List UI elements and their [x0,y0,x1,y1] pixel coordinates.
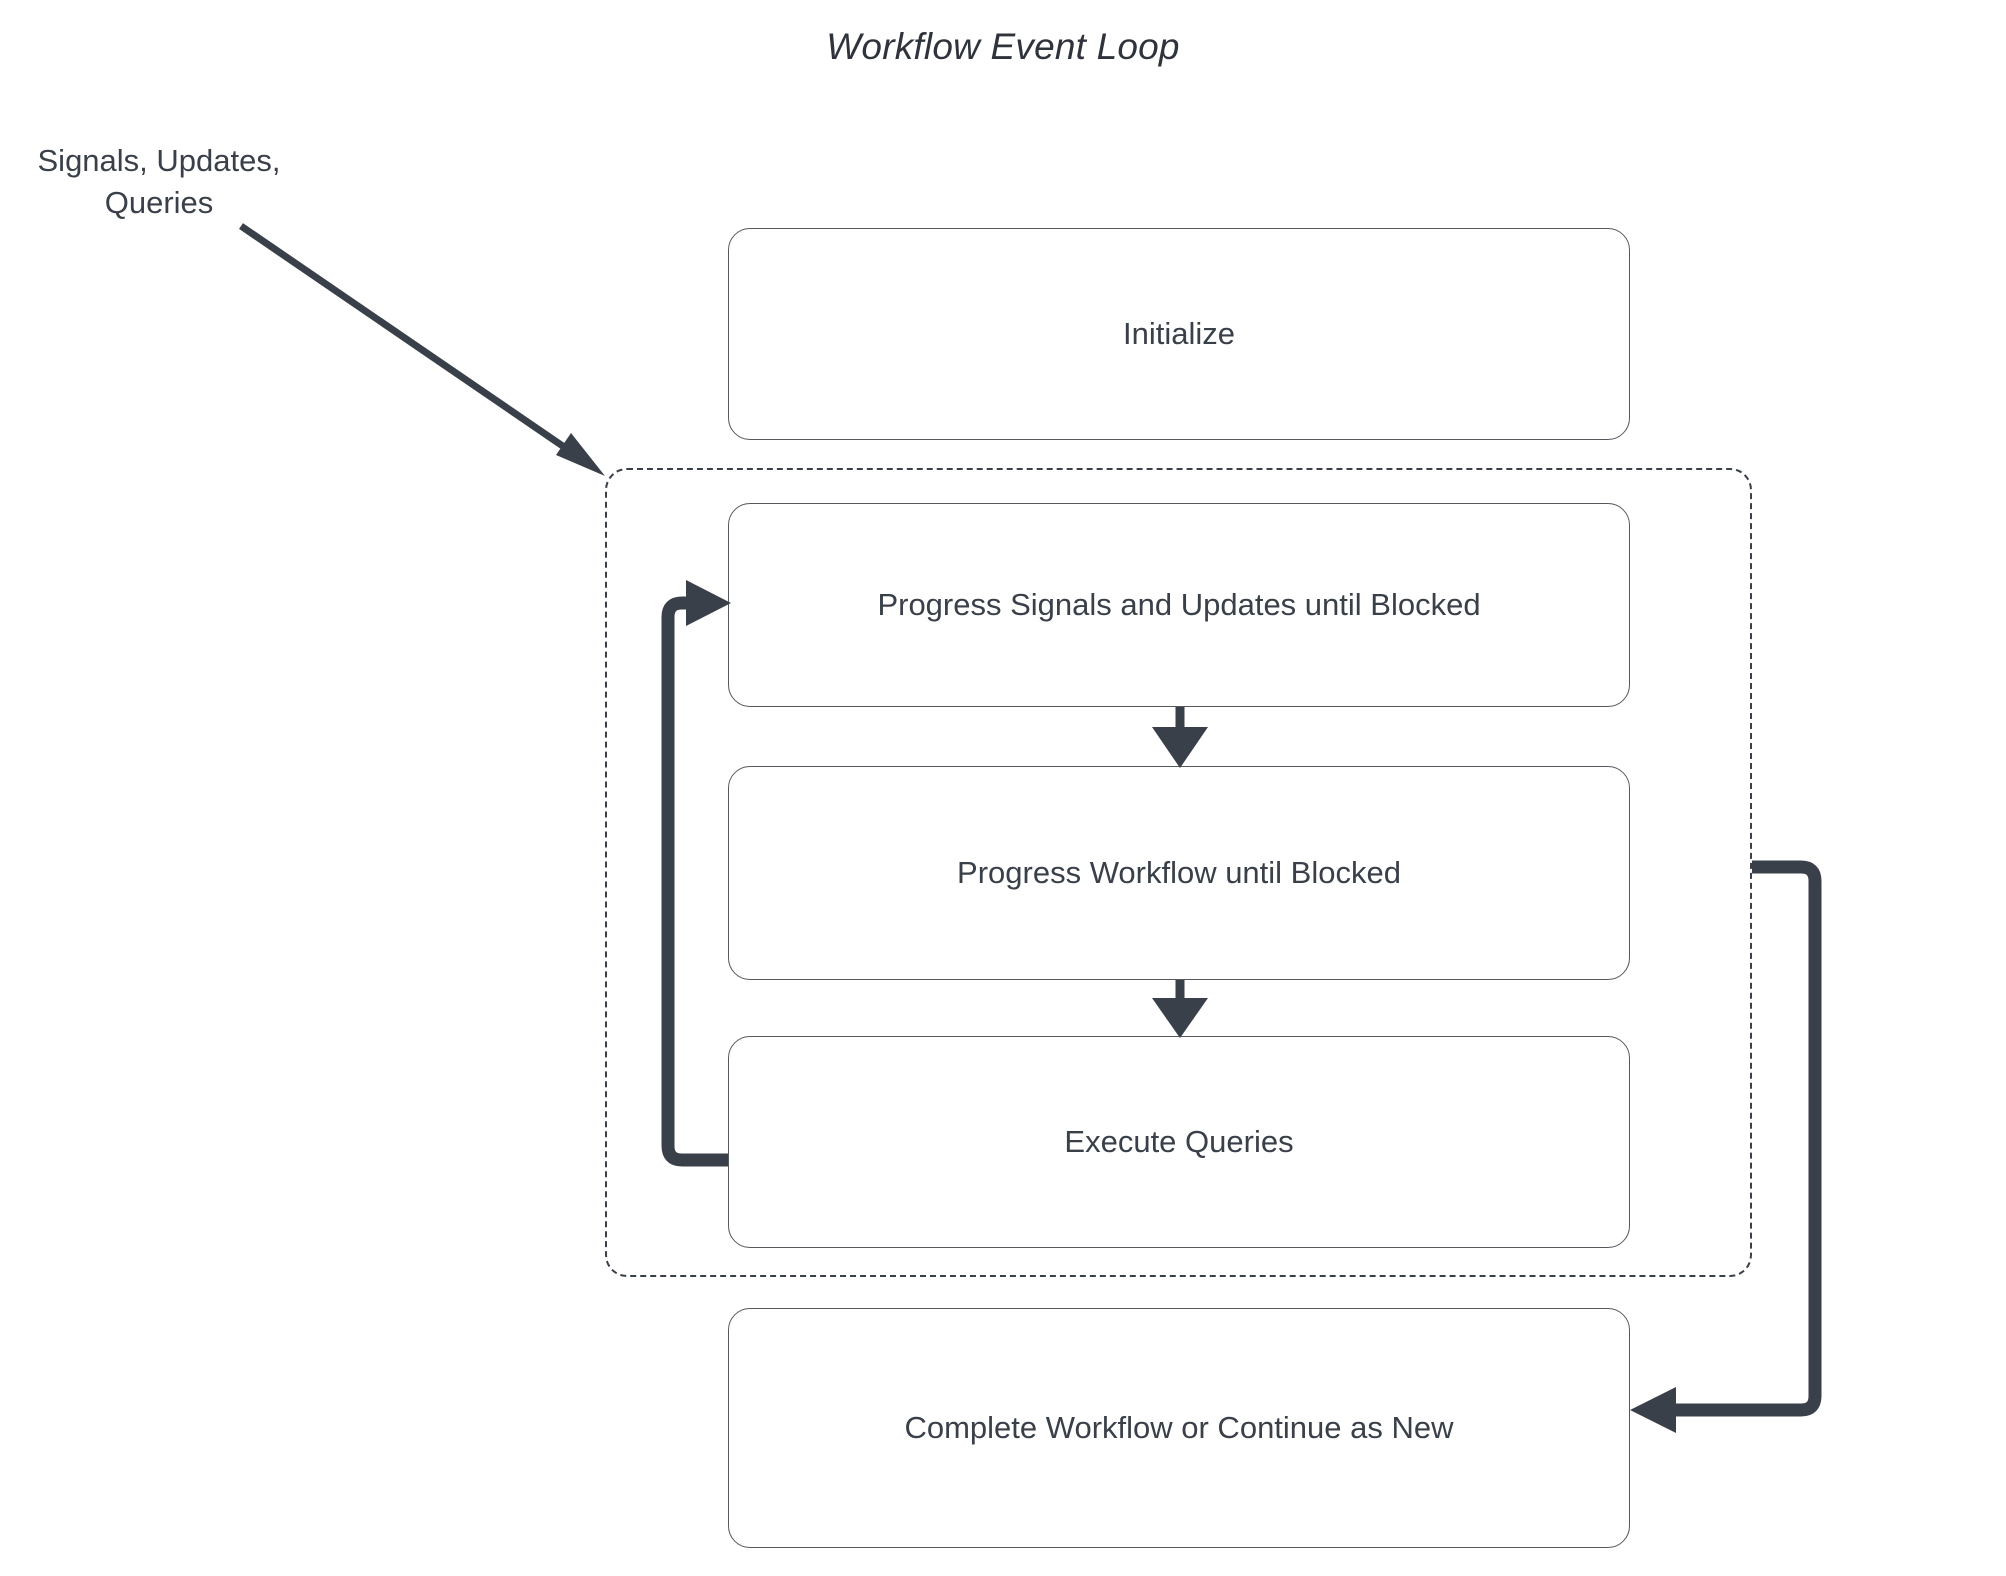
node-progress-signals-and-updates[interactable]: Progress Signals and Updates until Block… [728,503,1630,707]
node-complete-workflow-or-continue-as-new[interactable]: Complete Workflow or Continue as New [728,1308,1630,1548]
node-progress-signals-and-updates-label: Progress Signals and Updates until Block… [877,587,1481,623]
node-progress-workflow[interactable]: Progress Workflow until Blocked [728,766,1630,980]
external-input-label-line2: Queries [104,185,214,220]
node-execute-queries-label: Execute Queries [1064,1124,1294,1160]
node-initialize-label: Initialize [1123,316,1235,352]
page-title: Workflow Event Loop [826,26,1180,67]
edge-external-input-to-loop [239,223,605,476]
external-input-label: Signals, Updates, Queries [14,140,304,224]
node-execute-queries[interactable]: Execute Queries [728,1036,1630,1248]
node-complete-workflow-or-continue-as-new-label: Complete Workflow or Continue as New [904,1410,1454,1446]
node-initialize[interactable]: Initialize [728,228,1630,440]
node-progress-workflow-label: Progress Workflow until Blocked [957,855,1401,891]
external-input-label-line1: Signals, Updates, [37,143,281,178]
